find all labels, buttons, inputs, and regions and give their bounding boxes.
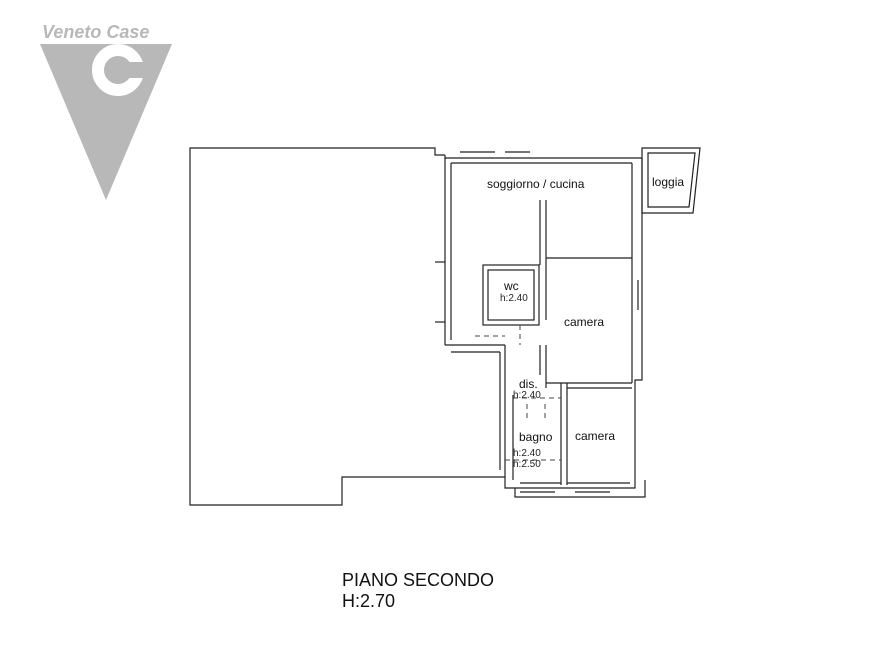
loggia-outline bbox=[641, 147, 701, 214]
logo-brand-text: Veneto Case bbox=[42, 22, 150, 42]
label-dis-height: h:2.40 bbox=[513, 390, 541, 401]
floor-caption: PIANO SECONDO H:2.70 bbox=[342, 570, 494, 612]
veneto-case-logo bbox=[40, 44, 172, 200]
label-camera-2: camera bbox=[575, 429, 615, 443]
floor-height: H:2.70 bbox=[342, 591, 396, 611]
dashed-lines bbox=[475, 325, 561, 461]
outer-left-wall bbox=[189, 147, 646, 506]
floor-name: PIANO SECONDO bbox=[342, 570, 495, 590]
label-soggiorno: soggiorno / cucina bbox=[487, 177, 585, 191]
label-wc-height: h:2.40 bbox=[500, 293, 528, 304]
label-camera-1: camera bbox=[564, 315, 604, 329]
logo-c-gap bbox=[124, 62, 148, 78]
label-bagno: bagno bbox=[519, 430, 553, 444]
label-wc: wc bbox=[503, 279, 519, 293]
label-bagno-height-1: h:2.40 bbox=[513, 448, 541, 459]
walls bbox=[189, 147, 701, 506]
label-loggia: loggia bbox=[652, 175, 684, 189]
label-bagno-height-2: h:2.50 bbox=[513, 459, 541, 470]
label-dis: dis. bbox=[519, 377, 538, 391]
